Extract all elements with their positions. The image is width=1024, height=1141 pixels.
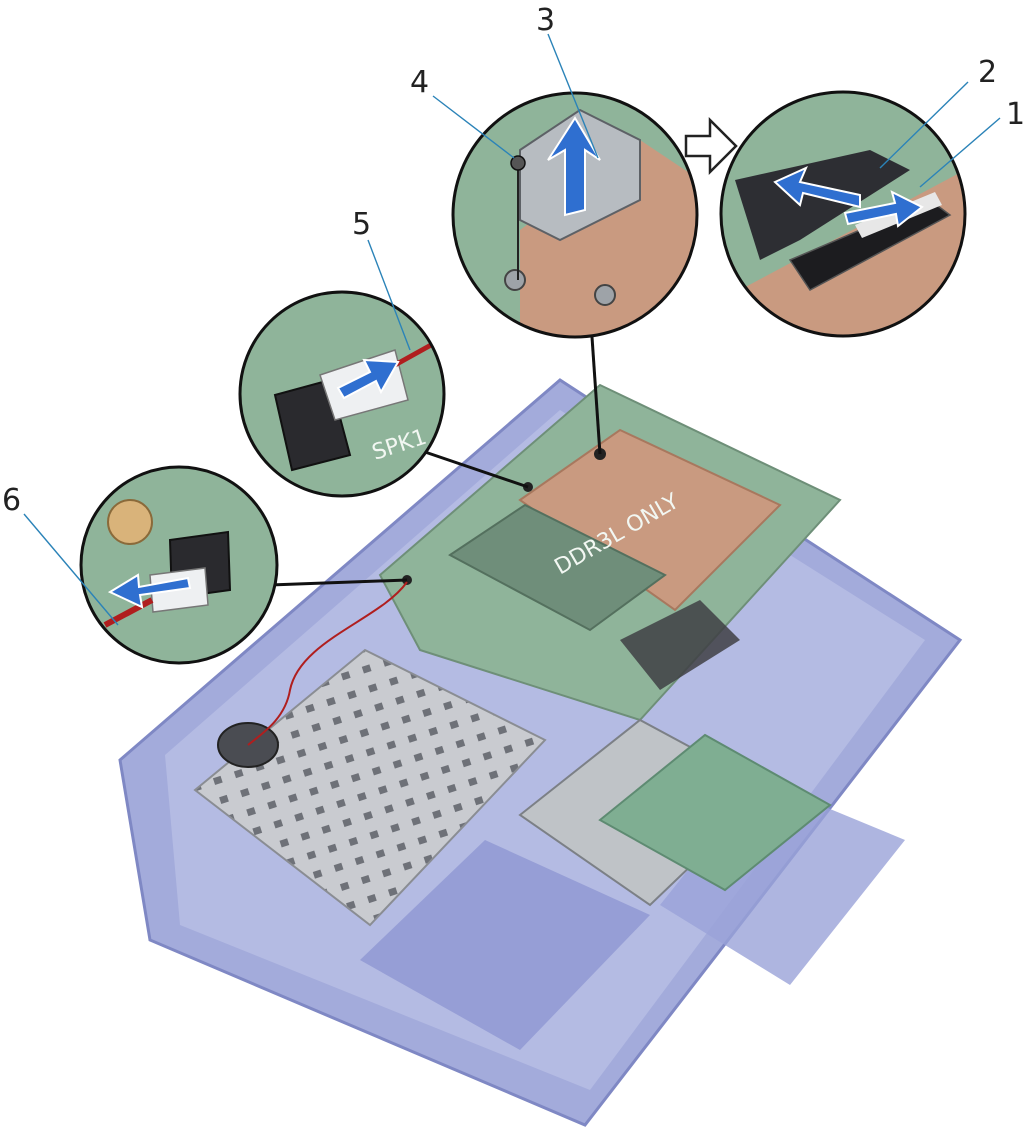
peel-tape-arrow-icon [773, 166, 861, 209]
coin-cell-lens-cable [103, 597, 154, 628]
callout-2: 2 [978, 55, 997, 90]
lens-display-bracket [451, 91, 699, 339]
hard-drive-cage [193, 648, 547, 927]
touchpad-board [598, 733, 832, 892]
disconnect-speaker-arrow-icon [336, 358, 400, 400]
standoff [107, 499, 153, 545]
callout-line-1 [919, 117, 1001, 188]
leader-line-speaker [424, 450, 529, 489]
disconnect-coin-cell-arrow-icon [107, 573, 192, 609]
laptop-base: DDR3L ONLY [118, 378, 963, 1127]
callouts: 1 2 3 4 5 6 [2, 3, 1024, 626]
leader-line-coin-cell [269, 578, 408, 587]
lens-coin-cell-connector [79, 465, 279, 665]
lift-up-arrow-icon [547, 116, 601, 217]
callout-line-3 [547, 33, 599, 159]
callout-3: 3 [536, 3, 555, 38]
callout-line-6 [23, 513, 119, 626]
leader-line-display [590, 336, 602, 455]
display-cable-tape [735, 150, 910, 260]
lens-display-connector [719, 90, 967, 338]
touchpad-cable [620, 600, 740, 690]
callout-1: 1 [1006, 97, 1024, 132]
open-latch-arrow-icon [843, 190, 924, 228]
callout-4: 4 [410, 65, 429, 100]
callout-line-2 [879, 81, 969, 169]
bracket-screw-hole [504, 269, 526, 291]
screw-icon [510, 155, 526, 280]
callout-6: 6 [2, 483, 21, 518]
callout-line-4 [432, 95, 515, 159]
leader-lines [269, 336, 602, 587]
coin-cell-cable [247, 581, 408, 746]
memory-slot [448, 503, 667, 632]
next-step-arrow-icon [684, 116, 738, 176]
callout-line-5 [367, 239, 411, 351]
touchpad-area [360, 840, 650, 1050]
lens-speaker-connector: SPK1 [238, 290, 446, 498]
callout-5: 5 [352, 207, 371, 242]
